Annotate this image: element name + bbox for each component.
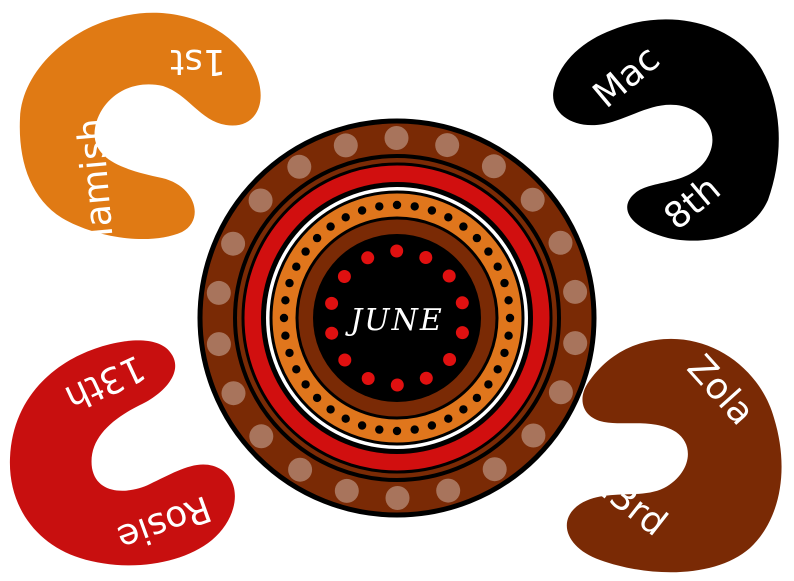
outer-dot [221, 231, 246, 256]
orange-ring-dot [281, 331, 290, 340]
mac-u-shape [553, 19, 779, 241]
orange-ring-dot [392, 426, 402, 436]
outer-dot [287, 154, 312, 179]
orange-ring-dot [500, 348, 509, 358]
person-rosie: Rosie 13th [9, 340, 235, 566]
core-red-dot [338, 353, 352, 367]
outer-dot [334, 478, 359, 503]
outer-dot [563, 331, 588, 356]
outer-dot [249, 424, 274, 449]
orange-ring-dot [357, 421, 367, 430]
core-red-dot [443, 353, 457, 366]
person-zola: Zola 23rd [566, 338, 782, 573]
orange-ring-dot [392, 200, 402, 210]
hamish-date: 1st [170, 41, 226, 82]
inner-black-line [233, 154, 561, 482]
orange-ring-dot [375, 202, 384, 211]
outer-dot [435, 133, 460, 158]
orange-ring-dot [312, 233, 322, 243]
outer-ring-dots [206, 126, 588, 510]
orange-ring-dot [292, 365, 301, 374]
outer-dot [288, 457, 313, 482]
core-red-dot [361, 372, 375, 385]
outer-dot [206, 332, 231, 357]
orange-ring-dot [505, 313, 515, 323]
orange-ring-dot [326, 405, 335, 414]
hamish-name: Hamish [70, 117, 123, 256]
outer-dot [221, 381, 246, 406]
person-mac: Mac 8th [553, 19, 779, 241]
orange-ring-dot [500, 278, 509, 288]
orange-ring-dot [341, 414, 350, 423]
orange-ring-dot [375, 425, 384, 434]
orange-ring-dot [357, 206, 367, 215]
person-hamish: Hamish 1st [19, 12, 261, 256]
outer-dot [481, 154, 506, 179]
orange-ring-dot [301, 380, 310, 389]
outer-dot [248, 188, 273, 213]
hamish-u-shape [19, 12, 261, 240]
orange-ring-dot [472, 393, 482, 403]
orange-ring-dot [410, 425, 419, 434]
core-red-dot [390, 244, 404, 258]
outer-dot [548, 380, 573, 405]
outer-dot [521, 423, 546, 448]
core-red-dot [361, 251, 375, 265]
orange-ring-dot [281, 296, 290, 305]
outer-dot [333, 133, 358, 158]
orange-ring-dot [504, 296, 513, 305]
core-red-dot [325, 296, 339, 310]
orange-ring-dot [504, 331, 513, 340]
outer-dot [384, 126, 409, 150]
outer-dot [206, 280, 231, 305]
orange-ring-dot [493, 365, 502, 374]
orange-ring-dot [459, 405, 468, 414]
black-core [313, 234, 481, 402]
orange-ring-dot [285, 278, 294, 288]
zola-u-shape [566, 338, 782, 573]
orange-ring-dot [341, 213, 350, 222]
orange-ring-dot [444, 213, 453, 222]
outer-dot [436, 478, 461, 503]
core-red-dot [455, 326, 469, 340]
core-red-dot [390, 378, 404, 392]
orange-ring-dot [410, 202, 419, 211]
orange-ring-dot [459, 222, 468, 231]
core-red-dot [325, 326, 339, 340]
outer-dot [482, 457, 507, 482]
orange-ring-dot [427, 206, 437, 215]
orange-ring-dot [427, 421, 437, 430]
orange-ring-dot [484, 247, 493, 256]
orange-ring-dot [301, 247, 310, 256]
orange-ring-dot [472, 233, 482, 243]
core-red-dot [419, 251, 433, 264]
core-red-dot [442, 269, 456, 283]
core-red-dots [325, 244, 469, 392]
center-symbol: JUNE [197, 118, 597, 518]
outer-dot [520, 187, 545, 212]
orange-ring-dot [285, 348, 294, 358]
outer-dot [548, 230, 573, 255]
outer-dot [563, 279, 588, 304]
rosie-u-shape [9, 340, 235, 566]
orange-ring-dot [484, 380, 493, 389]
month-title: JUNE [344, 303, 443, 338]
orange-ring-dot [292, 262, 301, 271]
orange-ring-dot [444, 414, 453, 423]
orange-ring-dot [326, 222, 335, 231]
core-red-dot [337, 270, 351, 283]
core-red-dot [419, 371, 433, 385]
outer-dot [385, 486, 410, 510]
orange-ring-dot [279, 313, 289, 323]
orange-ring-dots [279, 200, 515, 436]
core-red-dot [455, 296, 469, 310]
orange-ring-dot [312, 393, 322, 403]
orange-ring-dot [493, 262, 502, 271]
